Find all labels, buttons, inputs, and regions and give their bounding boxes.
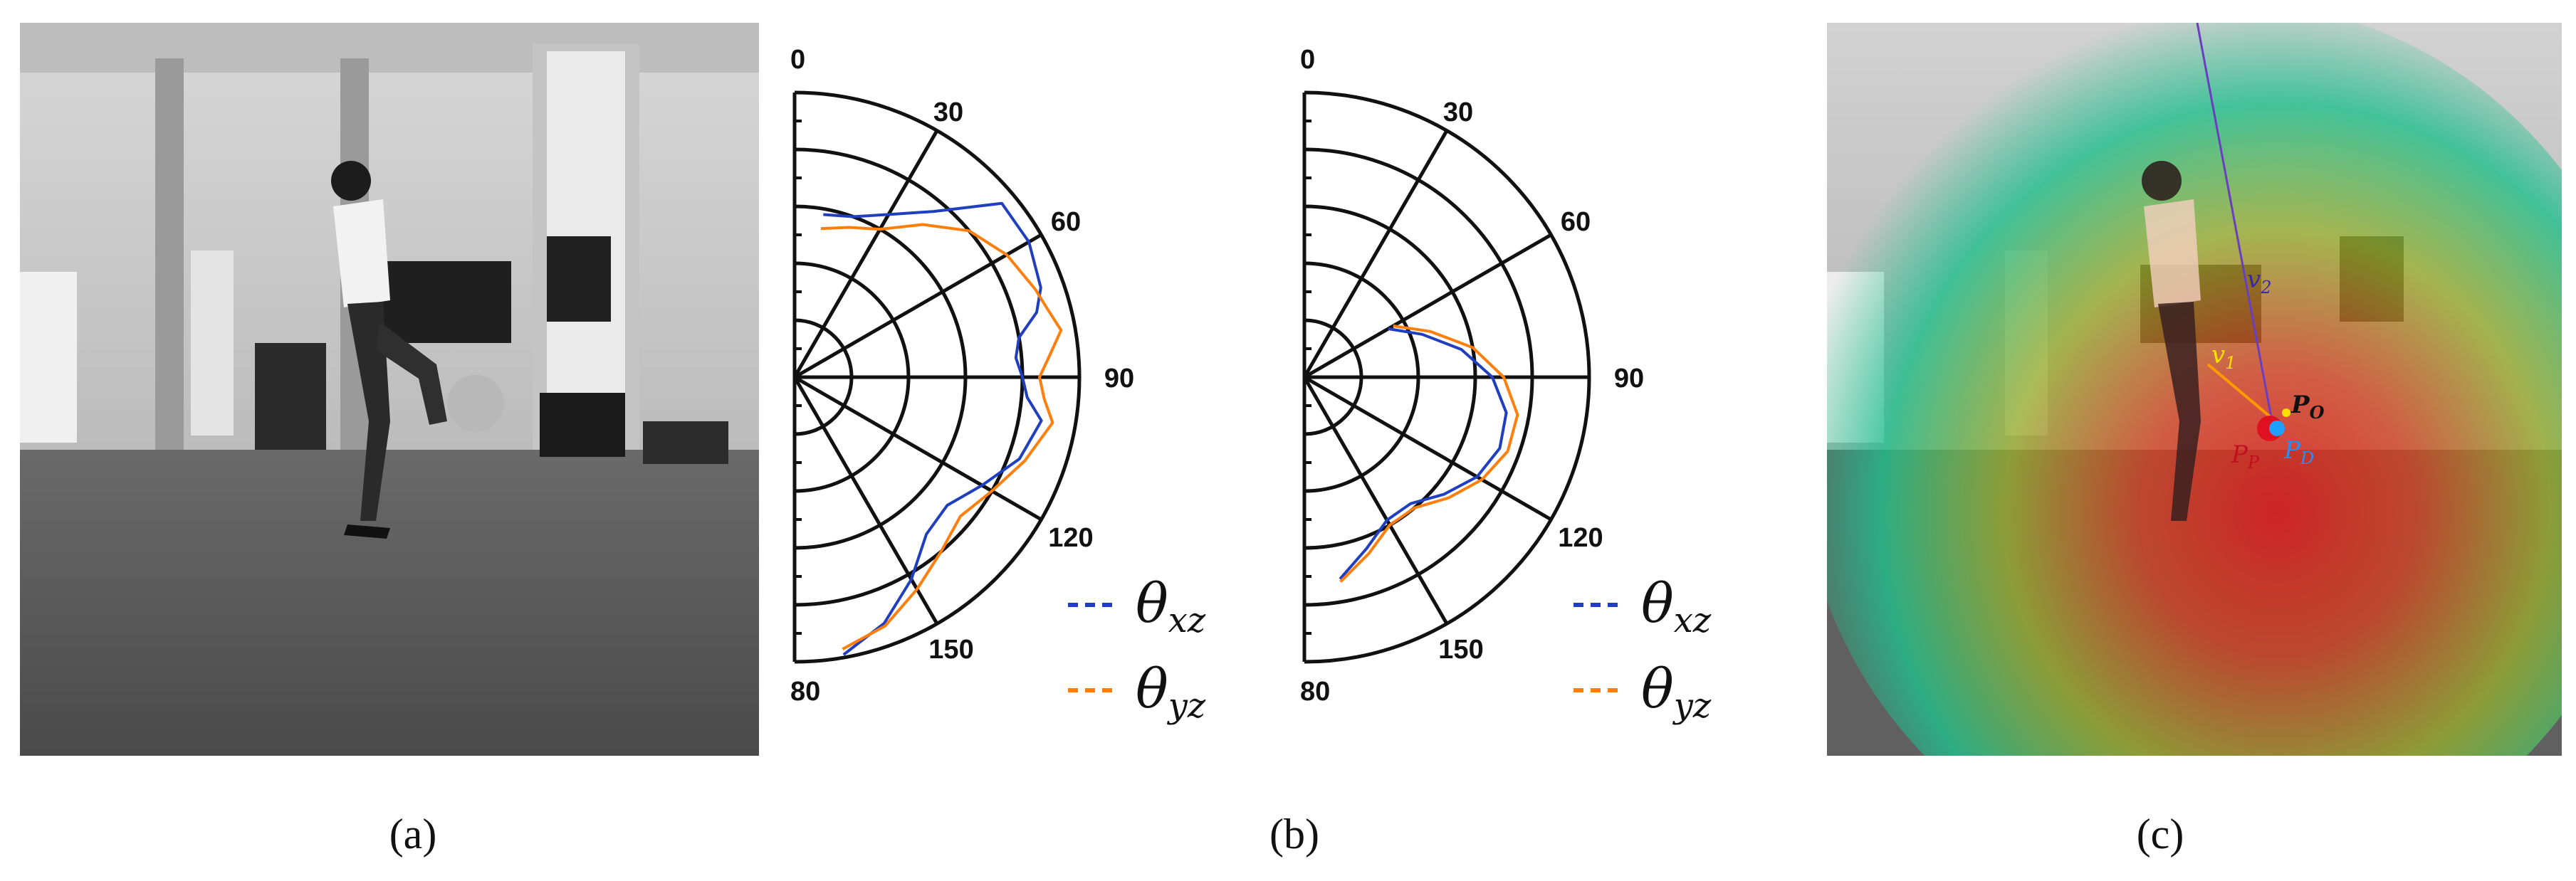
polar-series-2 <box>1339 325 1519 583</box>
photo-kick-grayscale <box>20 23 759 756</box>
polar-tick-label: 80 <box>1300 677 1330 707</box>
caption-c: (c) <box>2136 811 2184 858</box>
legend-label: θxz <box>1641 571 1712 640</box>
polar-tick-label: 120 <box>1048 523 1093 553</box>
polar-tick-label: 90 <box>1614 364 1644 394</box>
polar-spoke <box>1302 376 1449 625</box>
polar-tick-label: 60 <box>1051 207 1081 237</box>
polar-series-2 <box>820 223 1063 650</box>
polar-tick-label: 150 <box>1438 635 1483 665</box>
polar-tick-label: 60 <box>1561 207 1591 237</box>
polar-spoke <box>1303 233 1552 379</box>
label-pp: PP <box>2231 440 2260 473</box>
polar-series-1 <box>1339 327 1508 580</box>
polar-tick-label: 30 <box>933 97 963 127</box>
label-v1: v1 <box>2211 341 2236 373</box>
legend-label: θyz <box>1641 657 1712 726</box>
polar-plots-svg: 0 30 60 90 120 150 80 θxz θyz 0 30 60 90 120 150 80 θxz… <box>790 45 1712 726</box>
polar-spoke <box>792 376 939 625</box>
polar-series-1 <box>823 201 1043 656</box>
legend-label: θyz <box>1136 657 1206 726</box>
polar-tick-label: 0 <box>790 45 805 75</box>
polar-tick-label: 120 <box>1558 523 1603 553</box>
polar-spoke <box>1303 375 1552 522</box>
caption-a: (a) <box>389 811 437 858</box>
legend-label: θxz <box>1136 571 1206 640</box>
polar-spoke <box>792 130 939 379</box>
caption-b: (b) <box>1269 811 1319 858</box>
polar-spoke <box>1302 130 1449 379</box>
polar-chart-2: 0 30 60 90 120 150 80 θxz θyz <box>1300 45 1712 726</box>
photo-heatmap-overlay: v2 v1 PO PP PD <box>1827 23 2562 756</box>
polar-plots-panel: 0 30 60 90 120 150 80 θxz θyz 0 30 60 90 120 150 80 θxz… <box>762 21 1808 754</box>
polar-tick-label: 150 <box>928 635 973 665</box>
label-po: PO <box>2290 391 2325 423</box>
polar-tick-label: 0 <box>1300 45 1315 75</box>
polar-tick-label: 80 <box>790 677 820 707</box>
polar-tick-label: 90 <box>1104 364 1134 394</box>
label-pd: PD <box>2283 436 2314 468</box>
polar-chart-1: 0 30 60 90 120 150 80 θxz θyz <box>790 45 1206 726</box>
polar-spoke <box>793 233 1042 379</box>
polar-tick-label: 30 <box>1443 97 1473 127</box>
polar-spoke <box>793 375 1042 522</box>
label-v2: v2 <box>2247 265 2272 297</box>
